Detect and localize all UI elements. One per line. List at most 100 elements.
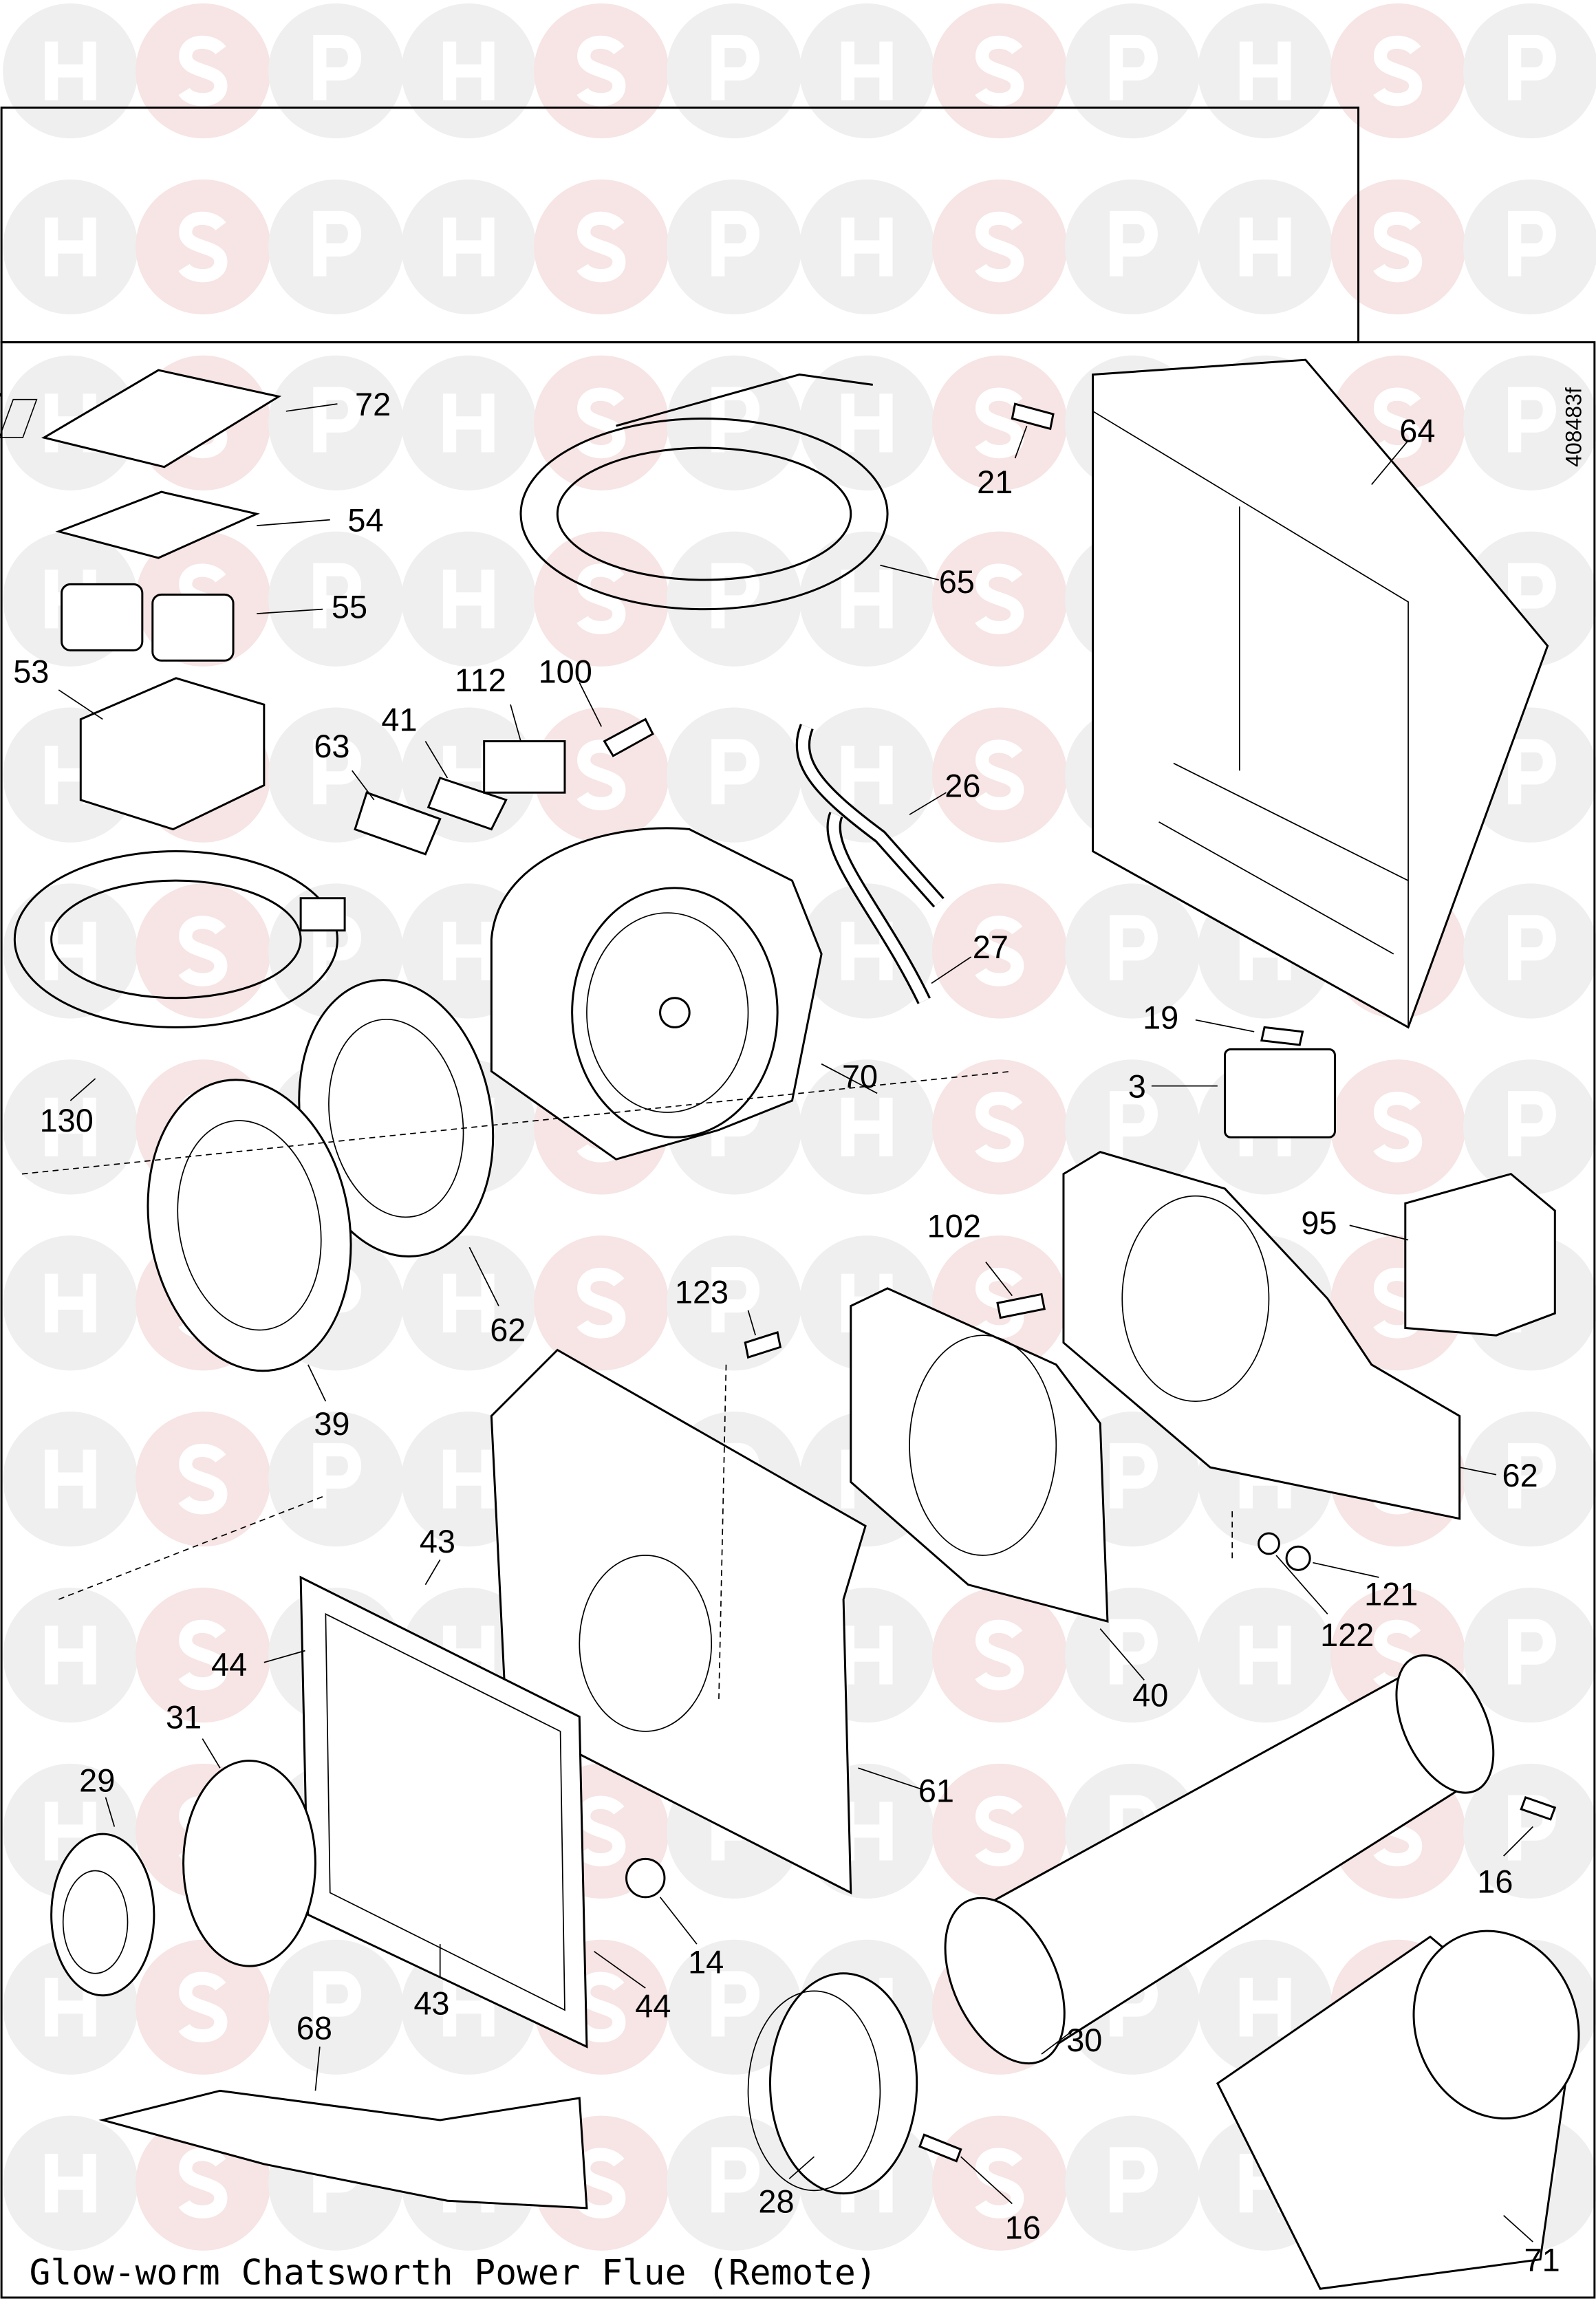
part-63-plate <box>354 791 442 856</box>
watermark-glyph <box>711 1971 759 2037</box>
part-3-pressure-switch <box>1224 1048 1336 1138</box>
watermark-glyph <box>1110 210 1158 277</box>
watermark-glyph <box>45 1097 96 1157</box>
label-130: 130 <box>40 1103 94 1138</box>
watermark-glyph <box>841 1097 893 1157</box>
watermark-glyph <box>313 34 361 100</box>
label-63: 63 <box>314 728 349 764</box>
watermark-glyph <box>442 393 495 453</box>
label-41: 41 <box>381 702 417 738</box>
leader-lines <box>58 403 1533 2243</box>
watermark-glyph <box>45 217 96 277</box>
watermark-glyph <box>975 563 1024 634</box>
part-30-flue-duct <box>944 1654 1495 2065</box>
watermark-glyph <box>1373 387 1423 459</box>
watermark-glyph <box>576 1268 626 1339</box>
watermark-glyph <box>711 210 759 277</box>
label-62: 62 <box>490 1312 526 1348</box>
label-29: 29 <box>79 1762 115 1798</box>
watermark-glyph <box>975 739 1024 810</box>
label-95: 95 <box>1301 1205 1337 1241</box>
watermark-glyph <box>576 387 626 459</box>
part-70-fan-assembly <box>490 827 823 1160</box>
watermark-glyph <box>576 739 626 810</box>
watermark-glyph <box>313 739 361 805</box>
watermark-glyph <box>576 211 626 283</box>
watermark-glyph <box>313 1443 361 1509</box>
label-16-right: 16 <box>1477 1864 1513 1899</box>
assembly-guide-lines <box>21 1070 1233 1703</box>
part-102-screw <box>996 1293 1046 1319</box>
label-44-left: 44 <box>211 1647 247 1683</box>
watermark-glyph <box>442 217 495 277</box>
label-65: 65 <box>939 564 975 600</box>
watermark-glyph <box>1508 210 1556 277</box>
watermark-glyph <box>1110 915 1158 981</box>
watermark-glyph <box>1508 1091 1556 1157</box>
watermark-glyph <box>1110 1619 1158 1685</box>
label-68: 68 <box>296 2011 332 2046</box>
watermark-glyph <box>975 1619 1024 1691</box>
watermark-glyph <box>1508 563 1556 629</box>
label-55: 55 <box>332 589 367 625</box>
label-44-bottom: 44 <box>635 1989 671 2024</box>
part-130-cable <box>13 850 346 1028</box>
part-16-screw-upper <box>1520 1795 1557 1821</box>
watermark-glyph <box>975 35 1024 107</box>
watermark-glyph <box>841 217 893 277</box>
part-21-screw <box>1011 402 1055 431</box>
watermark-glyph <box>711 563 759 629</box>
diagram-frame <box>0 341 1596 2299</box>
label-43-top: 43 <box>420 1524 455 1559</box>
watermark-glyph <box>975 916 1024 986</box>
watermark-glyph <box>711 1267 759 1332</box>
part-26-tube-inner <box>798 724 943 907</box>
watermark-glyph <box>711 739 759 805</box>
watermark-glyph <box>576 1971 626 2042</box>
part-64-cover <box>1092 358 1549 1029</box>
part-62-bracket <box>1062 1151 1461 1520</box>
watermark-glyph <box>576 2148 626 2218</box>
part-95-cover <box>1404 1172 1556 1337</box>
part-65-wiring-harness <box>519 373 889 611</box>
watermark-glyph <box>576 563 626 634</box>
watermark-glyph <box>45 921 96 981</box>
watermark-glyph <box>1508 34 1556 100</box>
label-14: 14 <box>688 1945 724 1980</box>
watermark-glyph <box>1373 1092 1423 1163</box>
label-43-bottom: 43 <box>413 1985 449 2021</box>
watermark-glyph <box>45 1625 96 1685</box>
watermark-glyph <box>313 387 361 453</box>
part-72-switch-plate <box>0 369 282 468</box>
label-121: 121 <box>1364 1577 1418 1612</box>
part-68-wiring-harness <box>98 2089 588 2210</box>
watermark-glyph <box>1239 1978 1291 2037</box>
watermark-glyph <box>841 570 893 629</box>
part-39-gasket <box>147 1079 352 1372</box>
watermark-glyph <box>178 916 228 986</box>
watermark-glyph <box>1373 35 1423 107</box>
watermark-glyph <box>313 210 361 277</box>
watermark-glyph <box>975 387 1024 459</box>
part-54-mounting-frame <box>55 490 260 559</box>
watermark-glyph <box>1239 41 1291 100</box>
watermark-glyph <box>45 1449 96 1509</box>
watermark-glyph <box>1110 2147 1158 2213</box>
part-16-screw <box>918 2133 962 2163</box>
watermark-glyph <box>841 41 893 100</box>
watermark-glyph <box>178 35 228 107</box>
part-27-tube-inner <box>828 812 929 1004</box>
label-61: 61 <box>918 1773 954 1808</box>
part-31-gasket <box>182 1760 316 1967</box>
watermark-glyph <box>313 1971 361 2037</box>
watermark-glyph <box>1110 1091 1158 1157</box>
part-100-screw <box>603 717 654 757</box>
part-121-nut <box>1285 1545 1311 1571</box>
watermark-glyph <box>1110 1443 1158 1509</box>
watermark-glyph <box>841 1625 893 1685</box>
watermark-glyph <box>178 211 228 283</box>
watermark-glyph <box>975 211 1024 283</box>
watermark-glyph <box>178 1971 228 2042</box>
watermark-glyph <box>975 2148 1024 2218</box>
